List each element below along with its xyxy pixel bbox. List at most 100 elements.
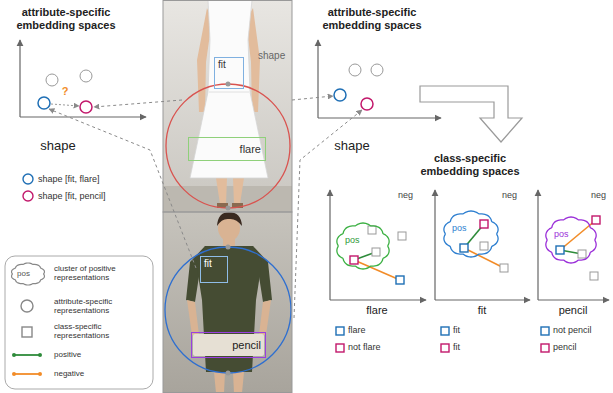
class-point (372, 248, 380, 256)
legend-square (541, 344, 549, 352)
legs (216, 178, 244, 204)
leader-arrows (49, 96, 362, 318)
class-plot-pencil (538, 190, 609, 300)
section-heading: attribute-specific embedding spaces (316, 6, 428, 31)
attribute-point (334, 89, 346, 101)
positive-cluster: pos (333, 220, 393, 272)
legend-line (14, 354, 40, 356)
negative-tag: neg (398, 190, 413, 200)
section-heading: class-specific embedding spaces (411, 152, 529, 177)
shape-region-circle (165, 247, 291, 373)
attribute-label: pencil (232, 339, 261, 352)
legend-text: cluster of positive representations (54, 264, 148, 282)
y-axis (317, 40, 318, 118)
negative-tag: neg (591, 190, 606, 200)
legend-swatch (336, 344, 344, 352)
attribute-point (80, 70, 92, 82)
legend-line-end (38, 353, 42, 357)
cluster-label: pos (345, 235, 360, 245)
circle-dot (226, 82, 231, 87)
x-axis (20, 116, 146, 117)
cluster-outline-path (444, 211, 498, 257)
class-point (556, 246, 564, 254)
legend-square (441, 327, 449, 335)
class-point (396, 276, 404, 284)
positive-cluster: pos (542, 214, 600, 266)
leader-arrow (49, 109, 196, 268)
photo-frame (163, 212, 292, 393)
region-label: shape (258, 50, 285, 62)
class-point (590, 272, 598, 280)
class-plot-flare (330, 190, 426, 300)
clutch (193, 334, 264, 356)
legend-text: not flare (348, 342, 381, 352)
leader-arrow (292, 96, 333, 100)
legend-square (336, 344, 344, 352)
legend-line-end (12, 353, 16, 357)
leader-arrow (94, 100, 182, 107)
legend-circle (23, 191, 33, 201)
legend-text: not pencil (553, 325, 592, 335)
legend-text: positive (54, 350, 81, 359)
x-axis (330, 299, 426, 300)
photo-frame (163, 1, 292, 213)
hair (217, 212, 242, 226)
class-point (480, 242, 488, 250)
legend-swatch (12, 353, 42, 357)
y-axis (434, 190, 435, 300)
axis-label: fit (478, 304, 487, 317)
legend-square (22, 327, 32, 337)
negative-tag: neg (502, 190, 517, 200)
legend-text: negative (54, 369, 84, 378)
cluster-outline (440, 208, 502, 260)
legend-swatch (541, 327, 549, 335)
y-axis (537, 190, 538, 300)
class-point (592, 216, 600, 224)
attribute-point (46, 74, 58, 86)
legend-text: fit (453, 325, 460, 335)
legend-square (336, 327, 344, 335)
legend-text: attribute-specific representations (54, 297, 148, 315)
legend-swatch (336, 327, 344, 335)
legend-text: fit (453, 342, 460, 352)
legend-text: class-specific representations (54, 322, 148, 340)
axis-label: shape (40, 139, 75, 154)
legend-cluster-tag: pos (17, 269, 30, 278)
cluster-outline-path (546, 217, 596, 263)
photo-green-dress (163, 212, 292, 393)
attribute-region-box: fit (214, 57, 244, 89)
legend-line (14, 373, 40, 375)
legend-text: shape [fit, flare] (38, 174, 100, 184)
attribute-region-box: fit (200, 256, 228, 283)
cluster-label: pos (452, 223, 467, 233)
class-point (460, 244, 468, 252)
transition-arrow (420, 86, 522, 142)
legend-circle (21, 300, 33, 312)
legend-swatch (441, 344, 449, 352)
legend-swatch (23, 191, 33, 201)
legend-square (541, 327, 549, 335)
legend-swatch (12, 263, 45, 285)
attribute-label: flare (240, 143, 261, 156)
y-axis (19, 40, 20, 117)
circle-dot (226, 245, 231, 250)
query-arrow (51, 104, 79, 106)
legend-line-end (38, 372, 42, 376)
attribute-point (38, 97, 50, 109)
attribute-label: fit (204, 258, 212, 270)
legend-swatch (21, 300, 33, 312)
cluster-label: pos (554, 229, 569, 239)
white-dress (190, 0, 268, 178)
attribute-point (80, 101, 92, 113)
legend-swatch (441, 327, 449, 335)
cluster-outline-path (337, 223, 389, 269)
class-point (578, 250, 586, 258)
x-axis (435, 299, 530, 300)
y-axis (329, 190, 330, 300)
photo-background (163, 212, 292, 393)
class-point (398, 232, 406, 240)
negative-pair (464, 248, 504, 268)
circle-dot (226, 206, 231, 211)
